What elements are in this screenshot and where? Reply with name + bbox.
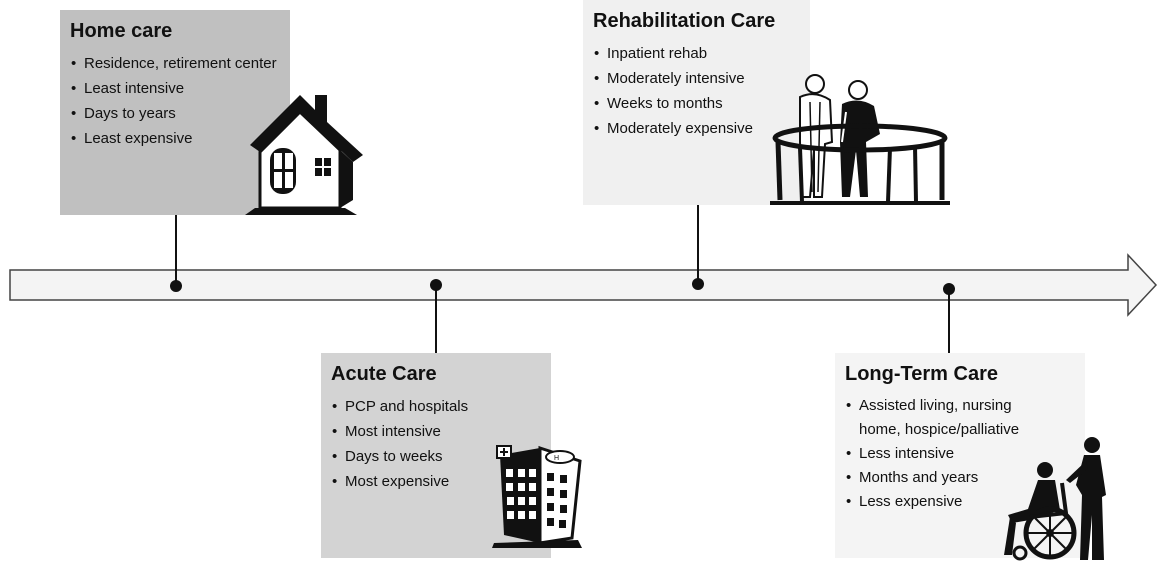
hospital-icon: H	[492, 445, 582, 548]
stage-items: Inpatient rehab Moderately intensive Wee…	[593, 41, 800, 141]
house-icon	[245, 95, 363, 215]
list-item: Least expensive	[71, 126, 284, 151]
list-item: Less expensive	[846, 490, 1044, 514]
list-item: Less intensive	[846, 442, 1044, 466]
list-item: Least intensive	[71, 76, 284, 101]
list-item: Moderately expensive	[594, 116, 800, 141]
list-item: Most expensive	[332, 469, 541, 494]
svg-text:H: H	[554, 455, 559, 462]
list-item: Residence, retirement center	[71, 51, 284, 76]
list-item: Assisted living, nursing home, hospice/p…	[846, 394, 1044, 442]
connector-ltc	[948, 288, 950, 353]
stage-long-term-care: Long-Term Care Assisted living, nursing …	[835, 353, 1085, 558]
wheelchair-caregiver-icon	[1004, 437, 1106, 561]
stage-title: Acute Care	[331, 363, 437, 385]
marker-home	[170, 280, 182, 292]
list-item: Days to weeks	[332, 444, 541, 469]
connector-rehab	[697, 205, 699, 283]
stage-items: PCP and hospitals Most intensive Days to…	[331, 394, 541, 494]
marker-rehab	[692, 278, 704, 290]
list-item: Weeks to months	[594, 91, 800, 116]
stage-items: Assisted living, nursing home, hospice/p…	[845, 394, 1044, 514]
stage-title: Long-Term Care	[845, 363, 998, 385]
connector-acute	[435, 285, 437, 353]
list-item: PCP and hospitals	[332, 394, 541, 419]
list-item: Days to years	[71, 101, 284, 126]
stage-title: Home care	[70, 20, 173, 42]
stage-home-care: Home care Residence, retirement center L…	[60, 10, 290, 215]
stage-rehabilitation-care: Rehabilitation Care Inpatient rehab Mode…	[583, 0, 810, 205]
list-item: Months and years	[846, 466, 1044, 490]
stage-items: Residence, retirement center Least inten…	[70, 51, 284, 151]
marker-ltc	[943, 283, 955, 295]
list-item: Most intensive	[332, 419, 541, 444]
connector-home	[175, 215, 177, 285]
list-item: Moderately intensive	[594, 66, 800, 91]
marker-acute	[430, 279, 442, 291]
list-item: Inpatient rehab	[594, 41, 800, 66]
stage-title: Rehabilitation Care	[593, 10, 776, 32]
rehab-walker-icon	[770, 74, 950, 205]
